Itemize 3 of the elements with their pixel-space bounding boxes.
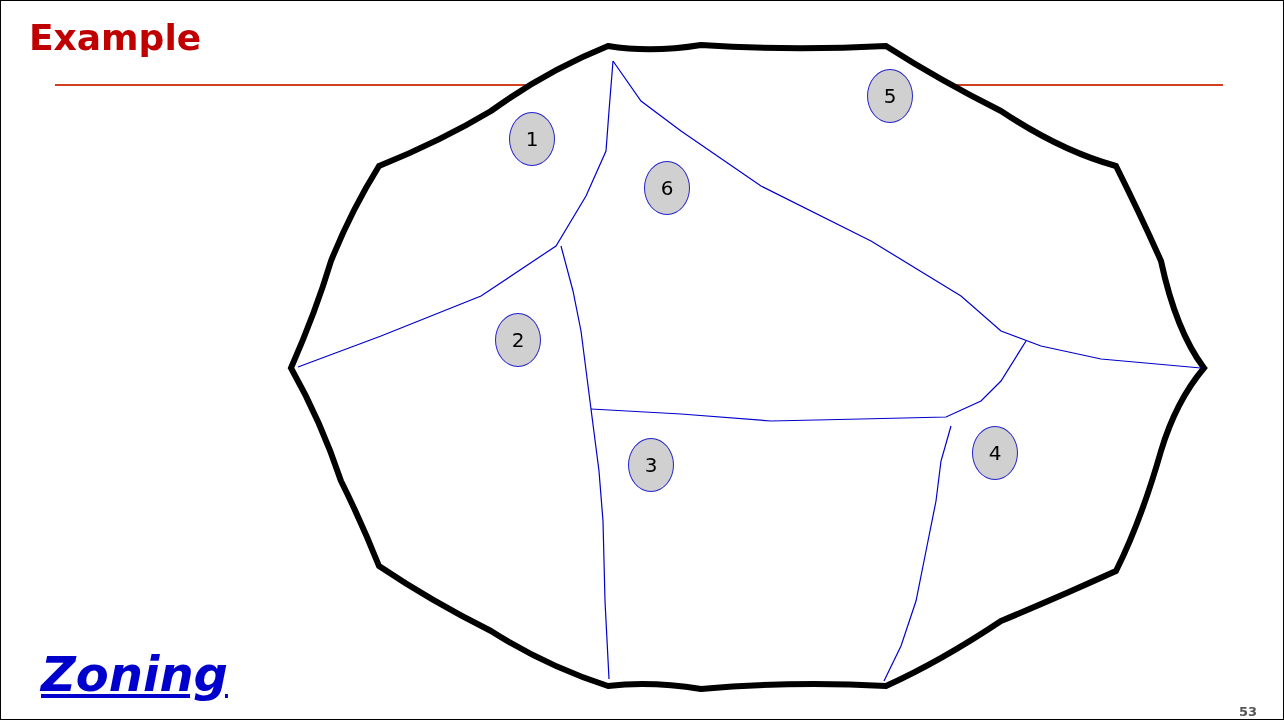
slide-title: Example xyxy=(29,17,202,58)
page-number: 53 xyxy=(1239,704,1258,719)
topic-link: Zoning xyxy=(41,646,228,702)
